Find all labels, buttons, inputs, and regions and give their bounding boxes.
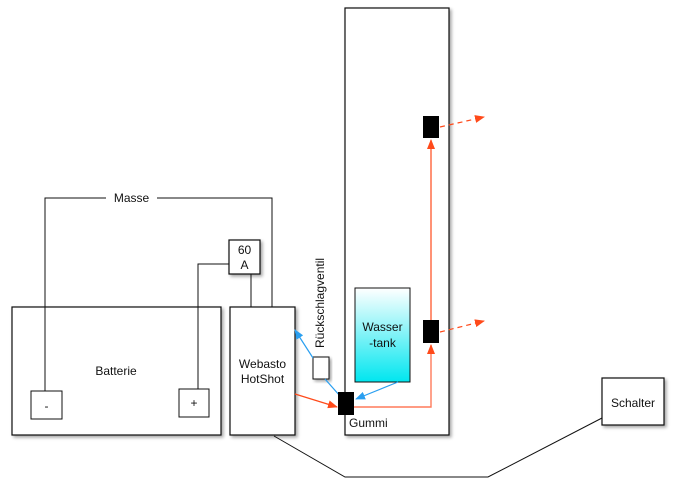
water-tank-label-line2: -tank <box>369 336 397 350</box>
ground-wire-label: Masse <box>114 191 150 205</box>
junction-to-valve-cold-line[interactable] <box>324 378 341 397</box>
positive-wire[interactable] <box>197 263 229 389</box>
battery-label: Batterie <box>95 364 137 378</box>
heater-label-line1: Webasto <box>239 357 286 371</box>
water-tank-label-line1: Wasser <box>362 320 402 334</box>
check-valve-label: Rückschlagventil <box>313 258 327 348</box>
rubber-junction-label: Gummi <box>349 416 388 430</box>
check-valve-box[interactable] <box>312 356 330 380</box>
fuse-label-line1: 60 <box>238 243 252 257</box>
battery-minus-terminal[interactable] <box>30 390 63 420</box>
fuse-box[interactable] <box>228 239 261 275</box>
water-tank[interactable] <box>354 287 411 383</box>
battery-plus-terminal[interactable] <box>178 388 210 418</box>
tank-to-junction-cold-line[interactable] <box>355 381 399 400</box>
valve-to-heater-cold-line[interactable] <box>294 329 314 359</box>
heater-to-switch-wire[interactable] <box>273 417 603 478</box>
battery-minus-label: - <box>45 399 49 413</box>
heater-label-line2: HotShot <box>241 372 285 386</box>
junction-to-lower-outlet-line[interactable] <box>354 344 435 408</box>
switch-box[interactable] <box>601 377 665 426</box>
ground-wire[interactable] <box>44 197 106 391</box>
fuse-label-line2: A <box>240 258 248 272</box>
heater-to-junction-hot-line[interactable] <box>294 393 338 409</box>
ground-wire-right[interactable] <box>157 197 273 307</box>
lower-outlet-block[interactable] <box>423 320 439 343</box>
lower-outlet-dashed-line[interactable] <box>439 319 485 333</box>
rubber-junction-block[interactable] <box>338 392 354 415</box>
switch-label: Schalter <box>611 396 655 410</box>
heater-box[interactable] <box>229 306 296 436</box>
battery-plus-label: + <box>190 396 197 410</box>
upper-outlet-dashed-line[interactable] <box>439 115 485 128</box>
upper-outlet-block[interactable] <box>423 116 439 138</box>
